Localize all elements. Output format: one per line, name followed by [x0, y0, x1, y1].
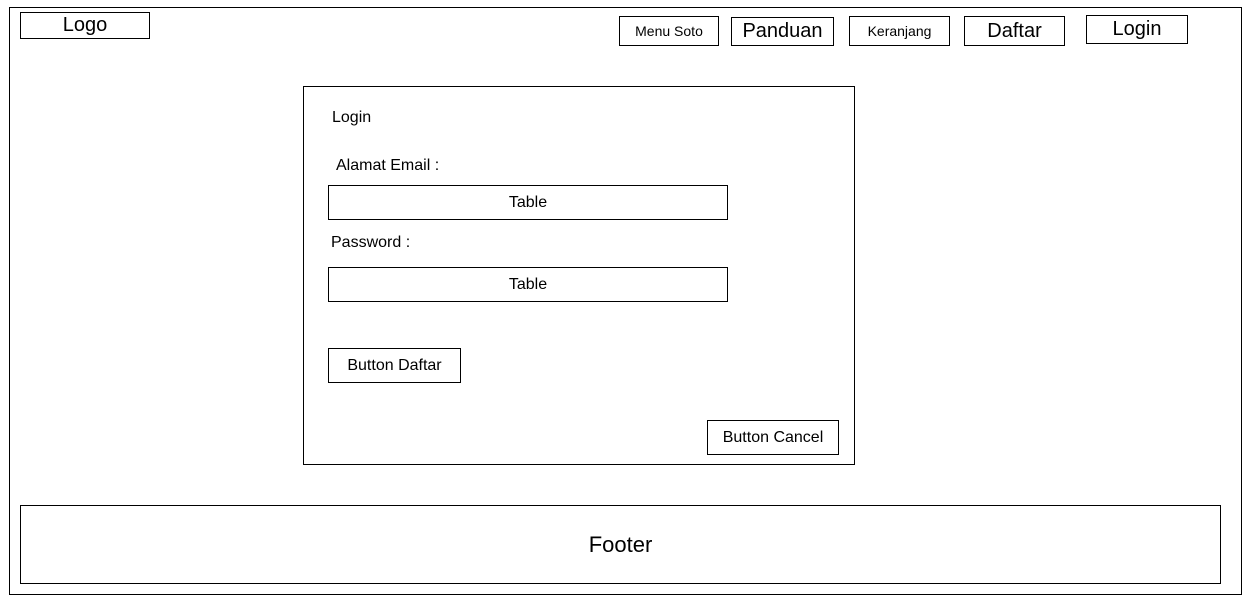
nav-login-button[interactable]: Login: [1086, 15, 1188, 44]
logo[interactable]: Logo: [20, 12, 150, 39]
footer: Footer: [20, 505, 1221, 584]
email-label: Alamat Email :: [336, 157, 440, 174]
nav-daftar-button[interactable]: Daftar: [964, 16, 1065, 46]
cancel-button[interactable]: Button Cancel: [707, 420, 839, 455]
nav-menu-soto-button[interactable]: Menu Soto: [619, 16, 719, 46]
login-panel-title: Login: [332, 109, 372, 126]
nav-panduan-button[interactable]: Panduan: [731, 17, 834, 46]
password-label: Password :: [331, 234, 411, 251]
nav-keranjang-button[interactable]: Keranjang: [849, 16, 950, 46]
password-field[interactable]: Table: [328, 267, 728, 302]
email-field[interactable]: Table: [328, 185, 728, 220]
daftar-button[interactable]: Button Daftar: [328, 348, 461, 383]
